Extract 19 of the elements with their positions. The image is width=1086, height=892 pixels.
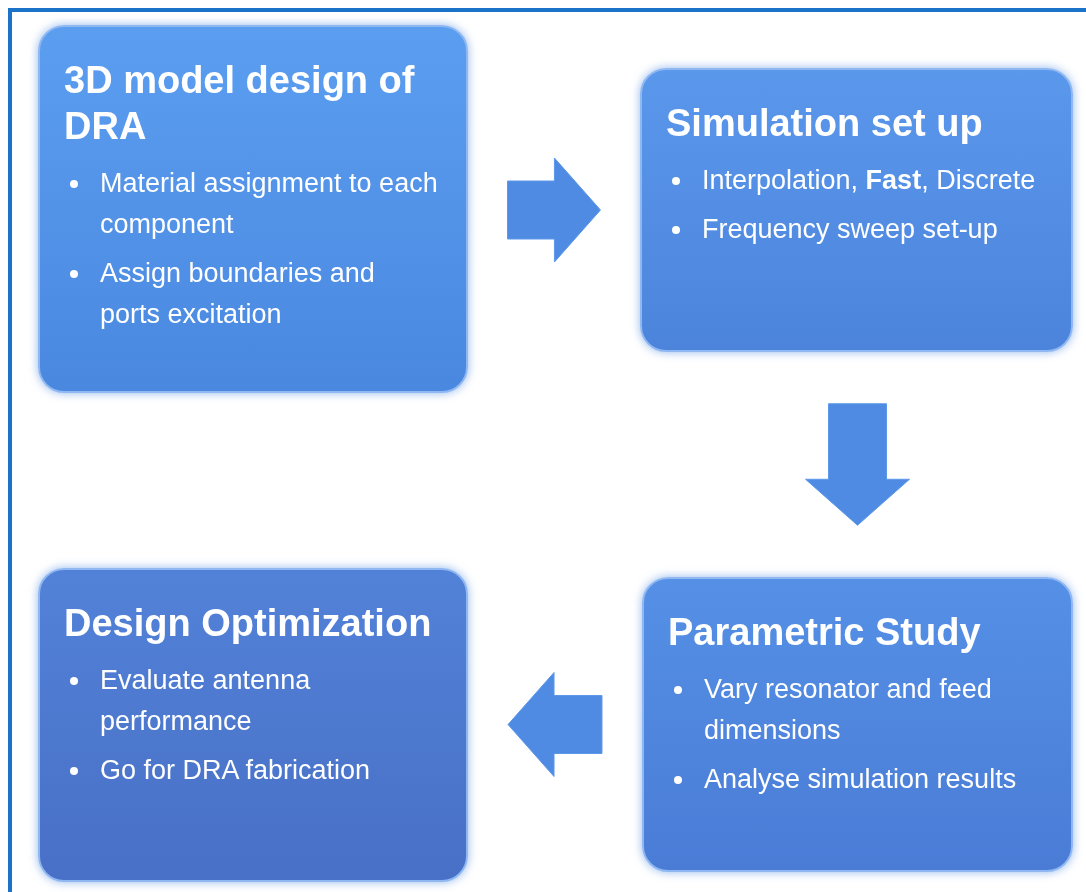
process-box	[38, 25, 468, 393]
process-box	[640, 68, 1073, 352]
box-heading: 3D model design of DRA	[64, 58, 416, 149]
box-heading: Simulation set up	[666, 101, 984, 146]
bullet-item: Vary resonator and feed dimensions	[704, 673, 993, 747]
bullet-item: Evaluate antenna performance	[100, 664, 312, 738]
bullet-item: Go for DRA fabrication	[100, 754, 371, 787]
process-box	[38, 568, 468, 882]
bullet-item: Analyse simulation results	[704, 763, 1017, 796]
bullet-item: Assign boundaries and ports excitation	[100, 257, 376, 331]
box-heading: Parametric Study	[668, 610, 982, 655]
bullet-item: Frequency sweep set-up	[702, 213, 998, 246]
bullet-item: Interpolation, Fast, Discrete	[702, 164, 1036, 197]
box-heading: Design Optimization	[64, 601, 433, 646]
block-arrow	[805, 403, 910, 526]
bullet-item: Material assignment to each component	[100, 167, 439, 241]
process-box	[642, 577, 1073, 872]
block-arrow	[507, 672, 603, 777]
block-arrow	[507, 157, 601, 263]
